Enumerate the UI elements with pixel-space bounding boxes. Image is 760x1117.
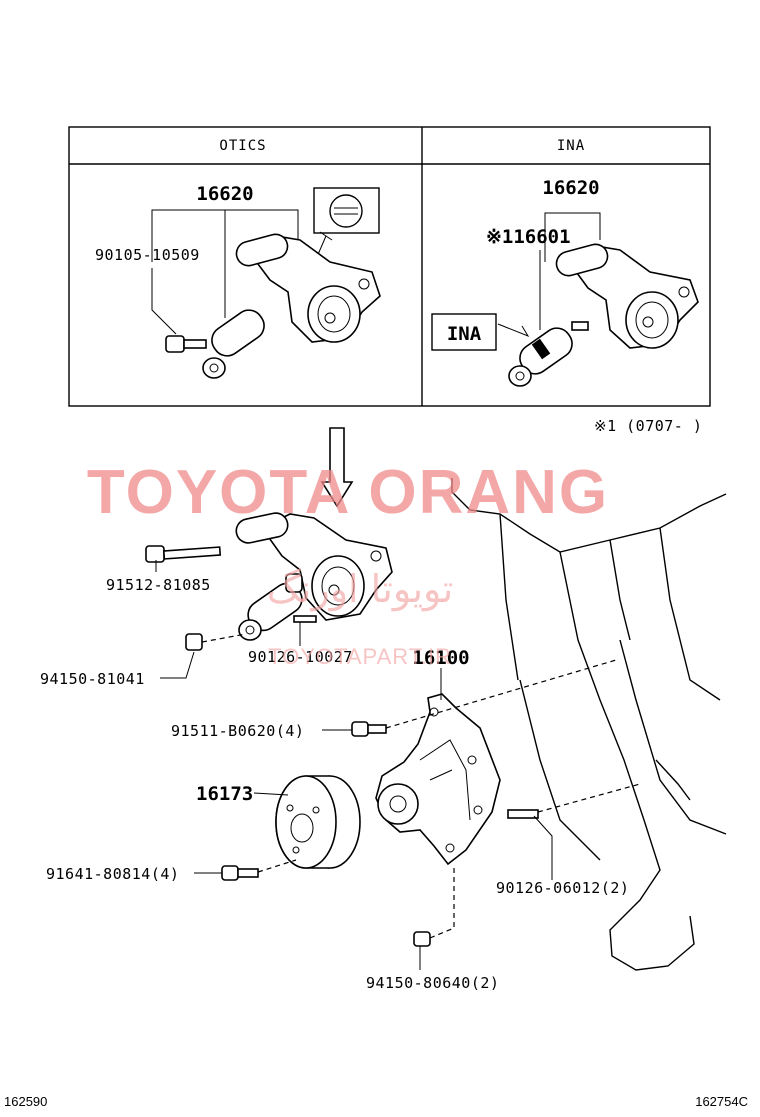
otics-inset: 16620 90105-10509 — [95, 183, 381, 379]
label-16100: 16100 — [412, 647, 469, 669]
tensioner-assembly — [145, 512, 393, 641]
ina-tensioner-label: 16620 — [542, 177, 599, 199]
label-94150-81041: 94150-81041 — [40, 670, 145, 688]
corner-code-right: 162754C — [695, 1094, 748, 1109]
label-91512-81085: 91512-81085 — [106, 576, 211, 594]
bolts — [221, 659, 641, 947]
table-header-ina: INA — [557, 138, 585, 154]
label-91511-B0620: 91511-B0620(4) — [171, 722, 304, 740]
corner-code-left: 162590 — [4, 1094, 47, 1109]
label-90126-06012: 90126-06012(2) — [496, 879, 629, 897]
ina-inset: 16620 ※116601 INA — [431, 177, 699, 387]
ina-badge — [431, 313, 497, 351]
down-arrow-icon — [320, 427, 354, 508]
ina-damper-label: ※116601 — [486, 226, 571, 248]
variant-table: OTICS INA — [68, 126, 711, 407]
table-header-otics: OTICS — [219, 138, 266, 154]
watermark-persian: تویوتا اورنگ — [267, 567, 454, 612]
engine-block — [451, 478, 727, 971]
watermark-url: TOYOTAPART.IR — [268, 644, 452, 669]
otics-bolt-label: 90105-10509 — [95, 246, 200, 264]
label-90126-10027: 90126-10027 — [248, 648, 353, 666]
label-91641-80814: 91641-80814(4) — [46, 865, 179, 883]
pulley — [275, 775, 361, 869]
watermark: TOYOTA ORANG تویوتا اورنگ TOYOTAPART.IR — [87, 458, 609, 669]
footnote: ※1 (0707- ) — [594, 417, 702, 435]
water-pump — [375, 693, 501, 866]
leader-lines — [155, 560, 553, 970]
watermark-title: TOYOTA ORANG — [87, 458, 609, 527]
label-16173: 16173 — [196, 783, 253, 805]
detail-box — [313, 187, 380, 234]
ina-badge-label: INA — [447, 323, 482, 345]
nut-icon — [185, 633, 203, 651]
otics-tensioner-label: 16620 — [196, 183, 253, 205]
label-94150-80640: 94150-80640(2) — [366, 974, 499, 992]
